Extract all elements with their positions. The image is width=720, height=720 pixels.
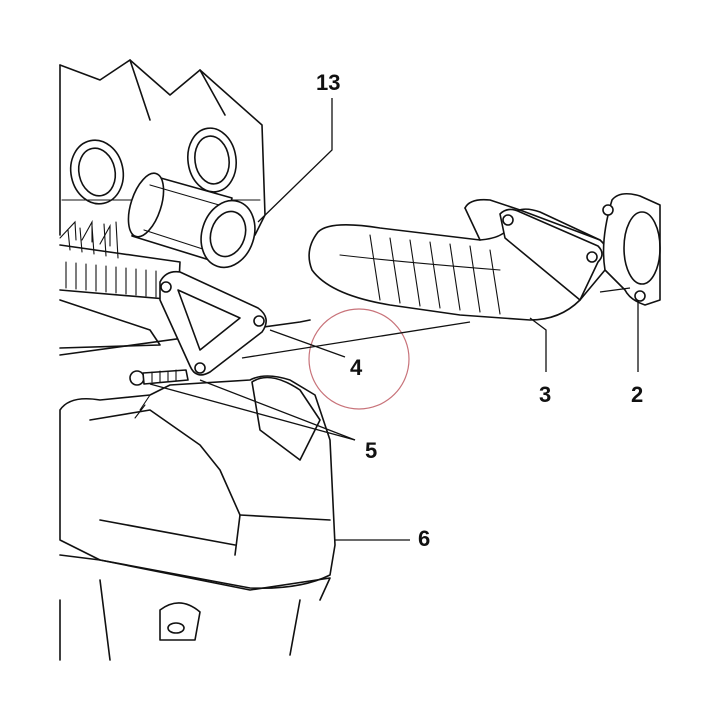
callout-2: 2 <box>631 382 643 407</box>
callout-13: 13 <box>316 70 340 95</box>
part-4-gasket-plate <box>159 270 267 376</box>
part-5-screw <box>129 369 189 386</box>
callout-4: 4 <box>350 355 363 380</box>
part-6-filter-box <box>59 375 336 661</box>
leader-lines <box>149 98 639 541</box>
part-3-intake-duct <box>308 198 609 321</box>
callout-5: 5 <box>365 438 377 463</box>
callout-3: 3 <box>539 382 551 407</box>
air-filter-housing <box>59 219 311 356</box>
callout-6: 6 <box>418 526 430 551</box>
part-2-flange <box>602 192 661 306</box>
part-13-rubber-sleeve <box>127 172 256 269</box>
highlight-circle <box>308 308 410 410</box>
